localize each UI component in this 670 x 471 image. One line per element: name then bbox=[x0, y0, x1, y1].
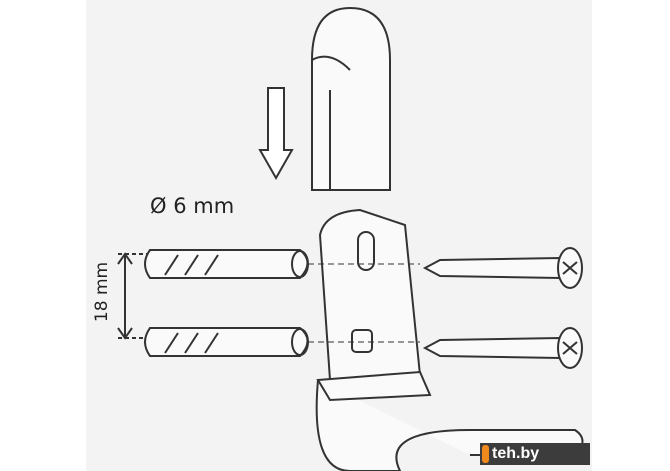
end-cap bbox=[311, 6, 391, 191]
down-arrow-icon bbox=[258, 87, 294, 181]
screw-top bbox=[308, 247, 583, 289]
watermark-logo-icon bbox=[482, 445, 489, 463]
diameter-label: Ø 6 mm bbox=[150, 194, 235, 218]
wall-plug-top bbox=[144, 249, 309, 279]
watermark-text: teh.by bbox=[492, 445, 540, 462]
screw-bottom bbox=[308, 327, 583, 369]
spacing-label: 18 mm bbox=[92, 261, 113, 323]
watermark: teh.by bbox=[480, 443, 590, 465]
wall-plug-bottom bbox=[144, 327, 309, 357]
